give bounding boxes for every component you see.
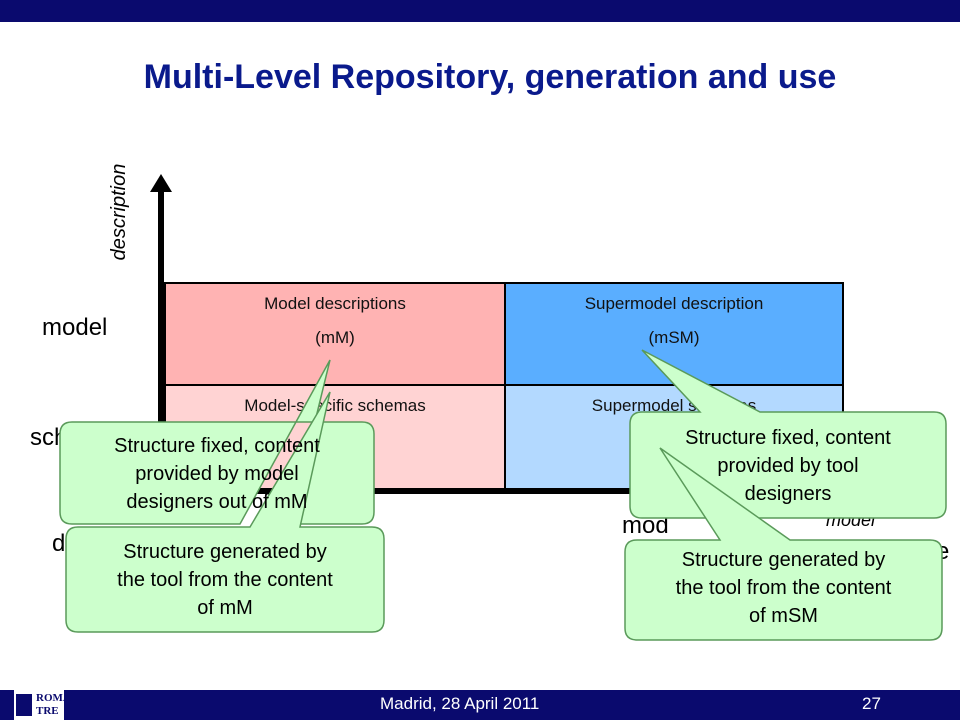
slide-title: Multi-Level Repository, generation and u… bbox=[143, 58, 837, 96]
callout-right-top-text: Structure fixed, content provided by too… bbox=[630, 424, 946, 508]
cell-title: Model-specific schemas bbox=[244, 396, 426, 415]
cell-subtitle: (mM) bbox=[315, 328, 355, 347]
callout-line: Structure fixed, content bbox=[114, 435, 320, 457]
row-label-data: d bbox=[52, 530, 66, 557]
footer-date: Madrid, 28 April 2011 bbox=[380, 694, 540, 713]
callout-line: Structure generated by bbox=[681, 549, 886, 571]
page-number: 27 bbox=[862, 694, 881, 713]
logo-text: TRE bbox=[36, 705, 59, 717]
callout-left-bottom-shape bbox=[65, 391, 385, 633]
vertical-axis bbox=[158, 190, 164, 496]
callout-line: of mM bbox=[197, 597, 253, 619]
callout-line: Structure generated by bbox=[123, 541, 327, 563]
callout-line: designers out of mM bbox=[126, 491, 308, 513]
cell-title: Model descriptions bbox=[264, 294, 406, 313]
callout-line: Structure fixed, content bbox=[685, 427, 891, 449]
cell-title: Supermodel description bbox=[584, 294, 764, 313]
top-bar bbox=[0, 0, 960, 22]
callout-left-bottom-text: Structure generated by the tool from the… bbox=[66, 538, 384, 622]
callout-line: the tool from the content bbox=[675, 577, 892, 599]
callout-right-bottom-shape bbox=[624, 447, 943, 641]
logo-text: ROMA bbox=[36, 692, 71, 704]
roma-tre-logo: ROMA TRE bbox=[14, 690, 71, 720]
callout-left-top-text: Structure fixed, content provided by mod… bbox=[60, 432, 374, 516]
callout-line: designers bbox=[744, 483, 832, 505]
logo-mark-icon bbox=[16, 694, 32, 716]
callout-line: provided by model bbox=[135, 463, 299, 485]
cell-model-descriptions: Model descriptions (mM) bbox=[164, 282, 506, 386]
callout-line: provided by tool bbox=[717, 455, 859, 477]
vertical-axis-arrowhead bbox=[150, 174, 172, 192]
cell-subtitle: (mSM) bbox=[648, 328, 700, 347]
callout-right-bottom-text: Structure generated by the tool from the… bbox=[625, 546, 942, 630]
callout-line: of mSM bbox=[749, 605, 818, 627]
row-label-model: model bbox=[42, 314, 108, 341]
callout-right-top-shape bbox=[629, 349, 947, 519]
horizontal-axis bbox=[158, 488, 848, 494]
footer-bar bbox=[0, 690, 960, 720]
callout-line: the tool from the content bbox=[117, 569, 333, 591]
